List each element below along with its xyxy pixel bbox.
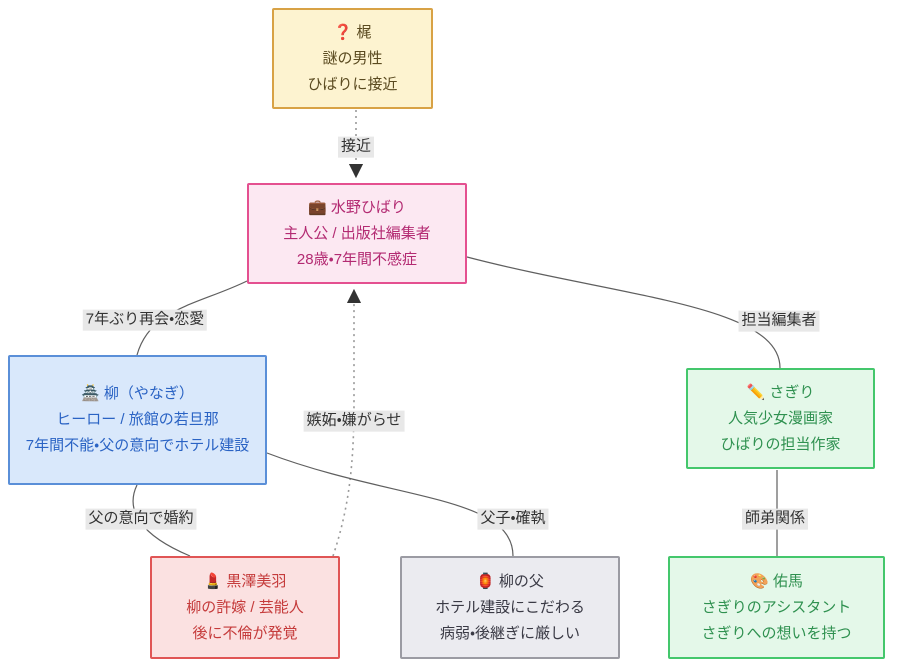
node-yanagi-desc1: ヒーロー / 旅館の若旦那 [56, 411, 219, 428]
node-yuma: 🎨佑馬 さぎりのアシスタント さぎりへの想いを持つ [668, 556, 885, 659]
briefcase-icon: 💼 [308, 198, 327, 216]
node-yuma-desc1: さぎりのアシスタント [701, 598, 852, 616]
node-father-name: 柳の父 [498, 572, 544, 590]
node-father-title: 🏮柳の父 [476, 569, 544, 595]
node-kaji-desc1: 謎の男性 [322, 49, 383, 67]
edge-yanagi-father-line [266, 452, 514, 557]
node-hibari-title: 💼水野ひばり [308, 195, 406, 221]
edge-hibari-yanagi-line [136, 280, 248, 356]
castle-icon: 🏯 [81, 385, 100, 402]
node-hibari-desc1: 主人公 / 出版社編集者 [283, 224, 431, 242]
node-sagiri-desc2: ひばりの担当作家 [720, 435, 841, 453]
edge-label-approach: 接近 [337, 136, 375, 158]
node-father-desc2: 病弱・後継ぎに厳しい [439, 624, 581, 642]
node-hibari-desc2: 28歳・7年間不感症 [296, 250, 418, 268]
node-miu-name: 黒澤美羽 [226, 572, 287, 590]
node-hibari-name: 水野ひばり [330, 198, 406, 216]
node-yanagi-desc2: 7年間不能・父の意向でホテル建設 [25, 437, 250, 454]
node-miu: 💄黒澤美羽 柳の許嫁 / 芸能人 後に不倫が発覚 [150, 556, 340, 659]
palette-icon: 🎨 [750, 572, 769, 590]
lantern-icon: 🏮 [476, 572, 495, 590]
question-mark-icon: ❓ [333, 23, 353, 41]
edge-label-engagement: 父の意向で婚約 [85, 508, 197, 530]
node-kaji: ❓梶 謎の男性 ひばりに接近 [272, 8, 433, 109]
node-yuma-desc2: さぎりへの想いを持つ [701, 624, 852, 642]
node-hibari: 💼水野ひばり 主人公 / 出版社編集者 28歳・7年間不感症 [247, 183, 467, 284]
edge-label-reunion: 7年ぶり再会・恋愛 [82, 309, 208, 331]
node-miu-title: 💄黒澤美羽 [204, 569, 287, 595]
node-sagiri-desc1: 人気少女漫画家 [727, 409, 833, 427]
node-kaji-name: 梶 [356, 23, 372, 41]
node-sagiri: ✏️さぎり 人気少女漫画家 ひばりの担当作家 [686, 368, 875, 469]
node-miu-desc2: 後に不倫が発覚 [192, 624, 298, 642]
node-yuma-name: 佑馬 [772, 572, 803, 590]
node-yanagi-title: 🏯柳（やなぎ） [81, 381, 194, 407]
edge-label-jealousy: 嫉妬・嫌がらせ [303, 410, 405, 432]
edge-label-editor: 担当編集者 [738, 310, 820, 332]
node-yanagi: 🏯柳（やなぎ） ヒーロー / 旅館の若旦那 7年間不能・父の意向でホテル建設 [8, 355, 267, 485]
edge-label-mentor: 師弟関係 [741, 508, 809, 530]
edge-hibari-sagiri-line [466, 256, 781, 369]
pencil-icon: ✏️ [746, 383, 766, 401]
node-father: 🏮柳の父 ホテル建設にこだわる 病弱・後継ぎに厳しい [400, 556, 620, 659]
edge-label-conflict: 父子・確執 [477, 508, 549, 530]
node-father-desc1: ホテル建設にこだわる [435, 598, 585, 616]
node-yanagi-name: 柳（やなぎ） [103, 385, 194, 402]
node-sagiri-title: ✏️さぎり [747, 380, 815, 406]
node-miu-desc1: 柳の許嫁 / 芸能人 [186, 598, 304, 616]
node-sagiri-name: さぎり [769, 383, 815, 401]
node-yuma-title: 🎨佑馬 [750, 569, 803, 595]
lipstick-icon: 💄 [203, 572, 223, 590]
node-kaji-desc2: ひばりに接近 [307, 75, 398, 93]
node-kaji-title: ❓梶 [334, 20, 372, 46]
